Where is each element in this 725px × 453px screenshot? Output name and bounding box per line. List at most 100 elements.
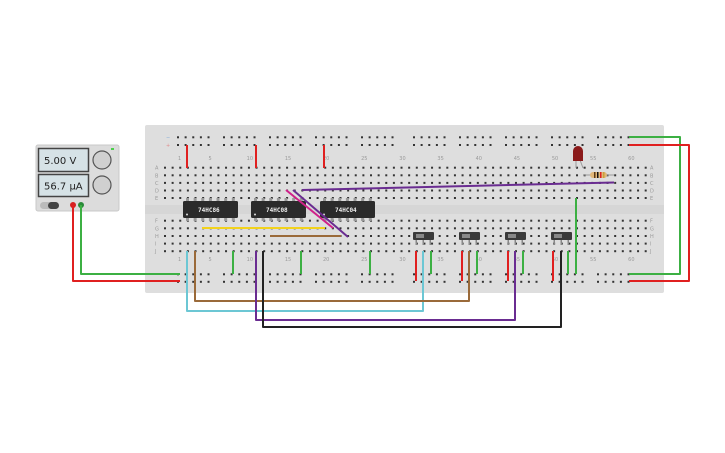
hole[interactable]: [331, 250, 334, 253]
rail-hole[interactable]: [368, 144, 371, 146]
hole[interactable]: [247, 219, 250, 222]
hole[interactable]: [377, 166, 380, 169]
hole[interactable]: [400, 250, 403, 253]
hole[interactable]: [514, 181, 517, 184]
hole[interactable]: [423, 219, 426, 222]
rail-hole[interactable]: [299, 280, 302, 283]
hole[interactable]: [507, 189, 510, 192]
hole[interactable]: [476, 242, 479, 245]
hole[interactable]: [370, 174, 373, 177]
hole[interactable]: [179, 181, 182, 184]
hole[interactable]: [568, 250, 571, 253]
hole[interactable]: [644, 174, 647, 177]
rail-hole[interactable]: [435, 273, 438, 276]
rail-hole[interactable]: [276, 273, 279, 276]
rail-hole[interactable]: [612, 273, 615, 276]
hole[interactable]: [194, 181, 197, 184]
hole[interactable]: [446, 235, 449, 237]
hole[interactable]: [469, 250, 472, 253]
hole[interactable]: [484, 181, 487, 184]
hole[interactable]: [453, 174, 456, 177]
hole[interactable]: [347, 181, 350, 184]
hole[interactable]: [415, 181, 418, 184]
hole[interactable]: [621, 174, 624, 177]
rail-hole[interactable]: [361, 136, 363, 139]
hole[interactable]: [370, 166, 373, 169]
hole[interactable]: [621, 235, 624, 237]
hole[interactable]: [644, 242, 647, 245]
hole[interactable]: [347, 227, 350, 230]
magenta-wire[interactable]: [285, 189, 334, 229]
hole[interactable]: [522, 189, 525, 192]
hole[interactable]: [514, 166, 517, 169]
hole[interactable]: [324, 227, 327, 230]
hole[interactable]: [476, 189, 479, 192]
hole[interactable]: [629, 166, 632, 169]
purple-wire[interactable]: [255, 251, 516, 321]
hole[interactable]: [324, 166, 327, 169]
hole[interactable]: [400, 227, 403, 230]
rail-hole[interactable]: [330, 136, 333, 139]
hole[interactable]: [469, 189, 472, 192]
rail-hole[interactable]: [230, 280, 233, 283]
rail-hole[interactable]: [627, 280, 630, 283]
hole[interactable]: [362, 235, 365, 237]
hole[interactable]: [331, 242, 334, 245]
rail-hole[interactable]: [253, 280, 256, 283]
hole[interactable]: [438, 189, 441, 192]
rail-hole[interactable]: [245, 144, 248, 146]
hole[interactable]: [316, 242, 319, 245]
rail-hole[interactable]: [505, 273, 507, 276]
hole[interactable]: [385, 197, 388, 199]
hole[interactable]: [354, 166, 357, 169]
hole[interactable]: [316, 166, 319, 169]
hole[interactable]: [568, 189, 571, 192]
hole[interactable]: [499, 219, 502, 222]
hole[interactable]: [263, 174, 266, 177]
rail-hole[interactable]: [619, 273, 622, 276]
hole[interactable]: [629, 219, 632, 222]
hole[interactable]: [621, 242, 624, 245]
hole[interactable]: [507, 197, 510, 199]
hole[interactable]: [637, 197, 640, 199]
rail-hole[interactable]: [420, 273, 423, 276]
rail-hole[interactable]: [512, 144, 515, 146]
hole[interactable]: [606, 166, 609, 169]
rail-hole[interactable]: [489, 273, 492, 276]
rail-hole[interactable]: [368, 136, 371, 139]
hole[interactable]: [598, 219, 601, 222]
hole[interactable]: [530, 227, 533, 230]
hole[interactable]: [522, 166, 525, 169]
hole[interactable]: [537, 227, 540, 230]
hole[interactable]: [171, 181, 174, 184]
hole[interactable]: [308, 166, 311, 169]
rail-hole[interactable]: [604, 273, 607, 276]
rail-hole[interactable]: [459, 136, 461, 139]
hole[interactable]: [537, 181, 540, 184]
rail-hole[interactable]: [505, 136, 507, 139]
hole[interactable]: [560, 227, 563, 230]
rail-hole[interactable]: [276, 136, 279, 139]
hole[interactable]: [522, 227, 525, 230]
rail-hole[interactable]: [604, 280, 607, 283]
hole[interactable]: [164, 166, 166, 169]
hole[interactable]: [209, 174, 212, 177]
slide-switch[interactable]: [413, 232, 434, 245]
hole[interactable]: [270, 166, 273, 169]
hole[interactable]: [392, 181, 395, 184]
hole[interactable]: [240, 181, 243, 184]
hole[interactable]: [324, 181, 327, 184]
hole[interactable]: [553, 197, 556, 199]
hole[interactable]: [217, 181, 220, 184]
hole[interactable]: [453, 189, 456, 192]
hole[interactable]: [400, 219, 403, 222]
hole[interactable]: [530, 242, 533, 245]
rail-hole[interactable]: [299, 136, 302, 139]
rail-hole[interactable]: [612, 136, 615, 139]
hole[interactable]: [308, 219, 311, 222]
rail-hole[interactable]: [420, 136, 423, 139]
hole[interactable]: [415, 174, 418, 177]
ic-chip[interactable]: 74HC04: [320, 198, 375, 221]
hole[interactable]: [415, 166, 418, 169]
rail-hole[interactable]: [192, 273, 195, 276]
